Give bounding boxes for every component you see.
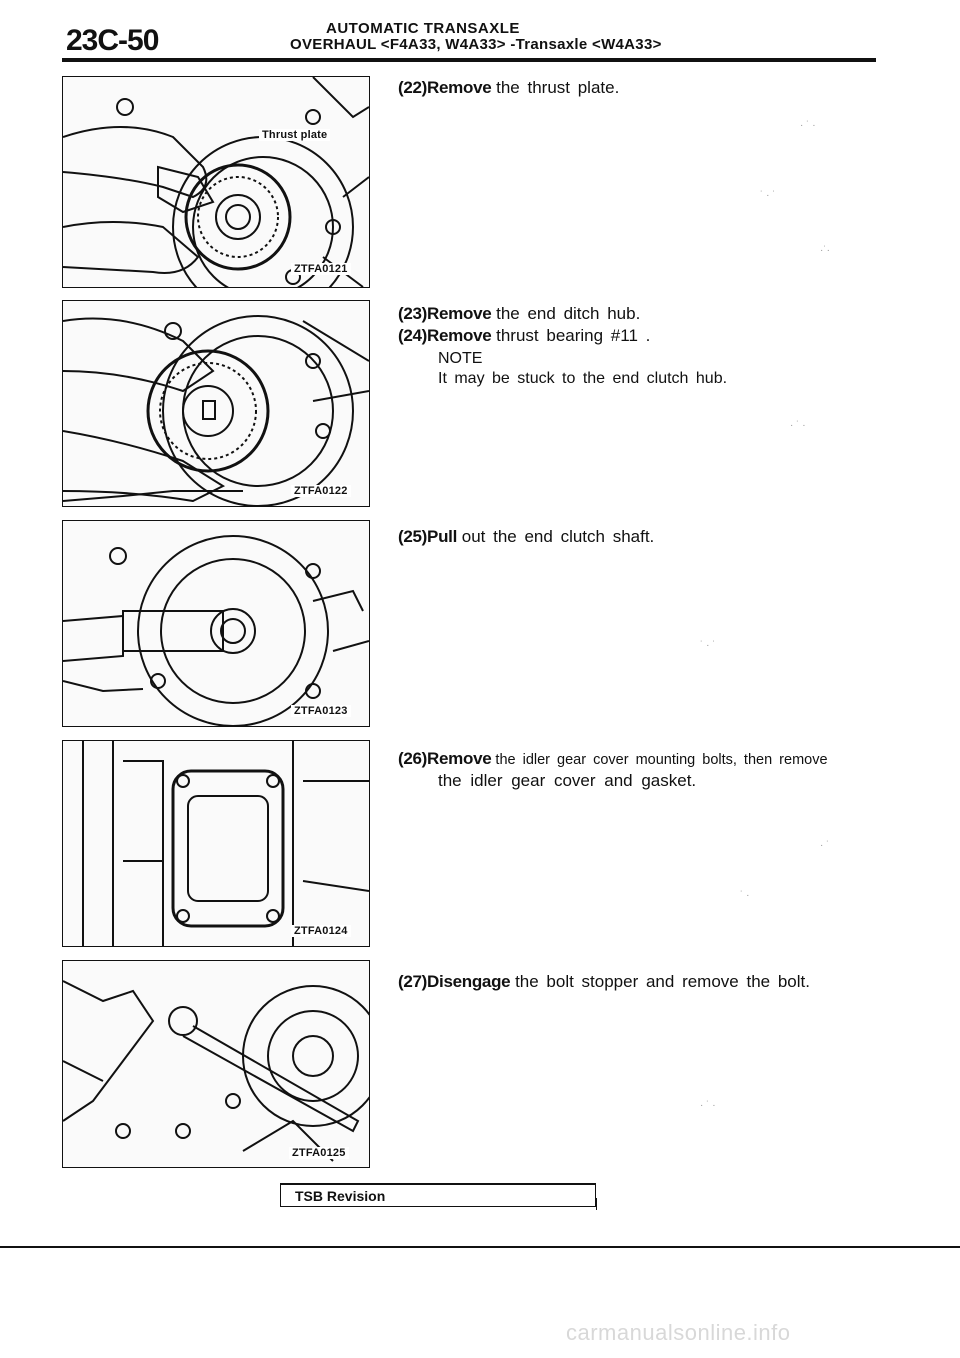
step-verb: Disengage [427,972,511,991]
note-text: It may be stuck to the end clutch hub. [438,370,728,387]
step-number: (22) [398,78,428,97]
step-26-continuation: the idler gear cover and gasket. [438,771,697,790]
step-text: out the end clutch shaft. [461,527,655,546]
illustration-removing-end-clutch-hub [63,315,369,506]
step-25: (25)Pull out the end clutch shaft. [398,527,654,547]
scan-artifact: ˙ · ˙ [760,190,776,201]
step-22: (22)Remove the thrust plate. [398,78,619,98]
step-text: the thrust plate. [496,78,620,97]
scan-artifact: ·˙· [820,245,830,256]
figure-code: ZTFA0123 [291,705,351,717]
figure-code: ZTFA0124 [291,925,351,937]
step-verb: Remove [427,78,492,97]
figure-thrust-plate: Thrust plate ZTFA0121 [62,76,370,288]
illustration-disengaging-bolt-stopper [63,980,369,1162]
step-text: the idler gear cover mounting bolts, the… [495,752,828,768]
figure-end-clutch-shaft: ZTFA0123 [62,520,370,727]
step-27: (27)Disengage the bolt stopper and remov… [398,972,810,992]
footer-rule [0,1246,960,1248]
section-title: AUTOMATIC TRANSAXLE [326,20,520,37]
scan-artifact: · ˙ [820,840,830,851]
step-text: the end ditch hub. [496,304,641,323]
tsb-box-tick [596,1198,597,1210]
step-text: thrust bearing #11 . [496,326,651,345]
step-verb: Pull [427,527,458,546]
scan-artifact: · ˙ · [790,420,806,431]
scan-artifact: ˙ · ˙ [700,640,716,651]
step-23: (23)Remove the end ditch hub. [398,304,640,324]
step-24: (24)Remove thrust bearing #11 . [398,326,650,346]
scan-artifact: · ˙ · [700,1100,716,1111]
figure-code: ZTFA0122 [291,485,351,497]
illustration-pulling-end-clutch-shaft [63,535,369,726]
step-text: the bolt stopper and remove the bolt. [515,972,810,991]
tsb-revision-box: TSB Revision [280,1183,596,1207]
step-number: (24) [398,326,428,345]
step-number: (23) [398,304,428,323]
scan-artifact: · ˙ · [800,120,816,131]
step-26: (26)Remove the idler gear cover mounting… [398,749,828,770]
figure-callout: Thrust plate [259,129,331,141]
figure-code: ZTFA0125 [289,1147,349,1159]
illustration-removing-thrust-plate [63,77,369,287]
scan-artifact: ˙ · [740,890,750,901]
figure-idler-gear-cover: ZTFA0124 [62,740,370,947]
watermark: carmanualsonline.info [566,1320,791,1345]
step-number: (25) [398,527,428,546]
illustration-idler-gear-cover [82,741,369,946]
step-verb: Remove [427,749,492,768]
figure-code: ZTFA0121 [291,263,351,275]
figure-end-clutch-hub: ZTFA0122 [62,300,370,507]
figure-bolt-stopper: ZTFA0125 [62,960,370,1168]
note-heading: NOTE [438,350,483,367]
header-rule [62,58,876,62]
step-verb: Remove [427,304,492,323]
page-number: 23C-50 [66,24,159,57]
section-subtitle: OVERHAUL <F4A33, W4A33> -Transaxle <W4A3… [290,36,662,53]
step-verb: Remove [427,326,492,345]
step-number: (27) [398,972,428,991]
step-number: (26) [398,749,428,768]
